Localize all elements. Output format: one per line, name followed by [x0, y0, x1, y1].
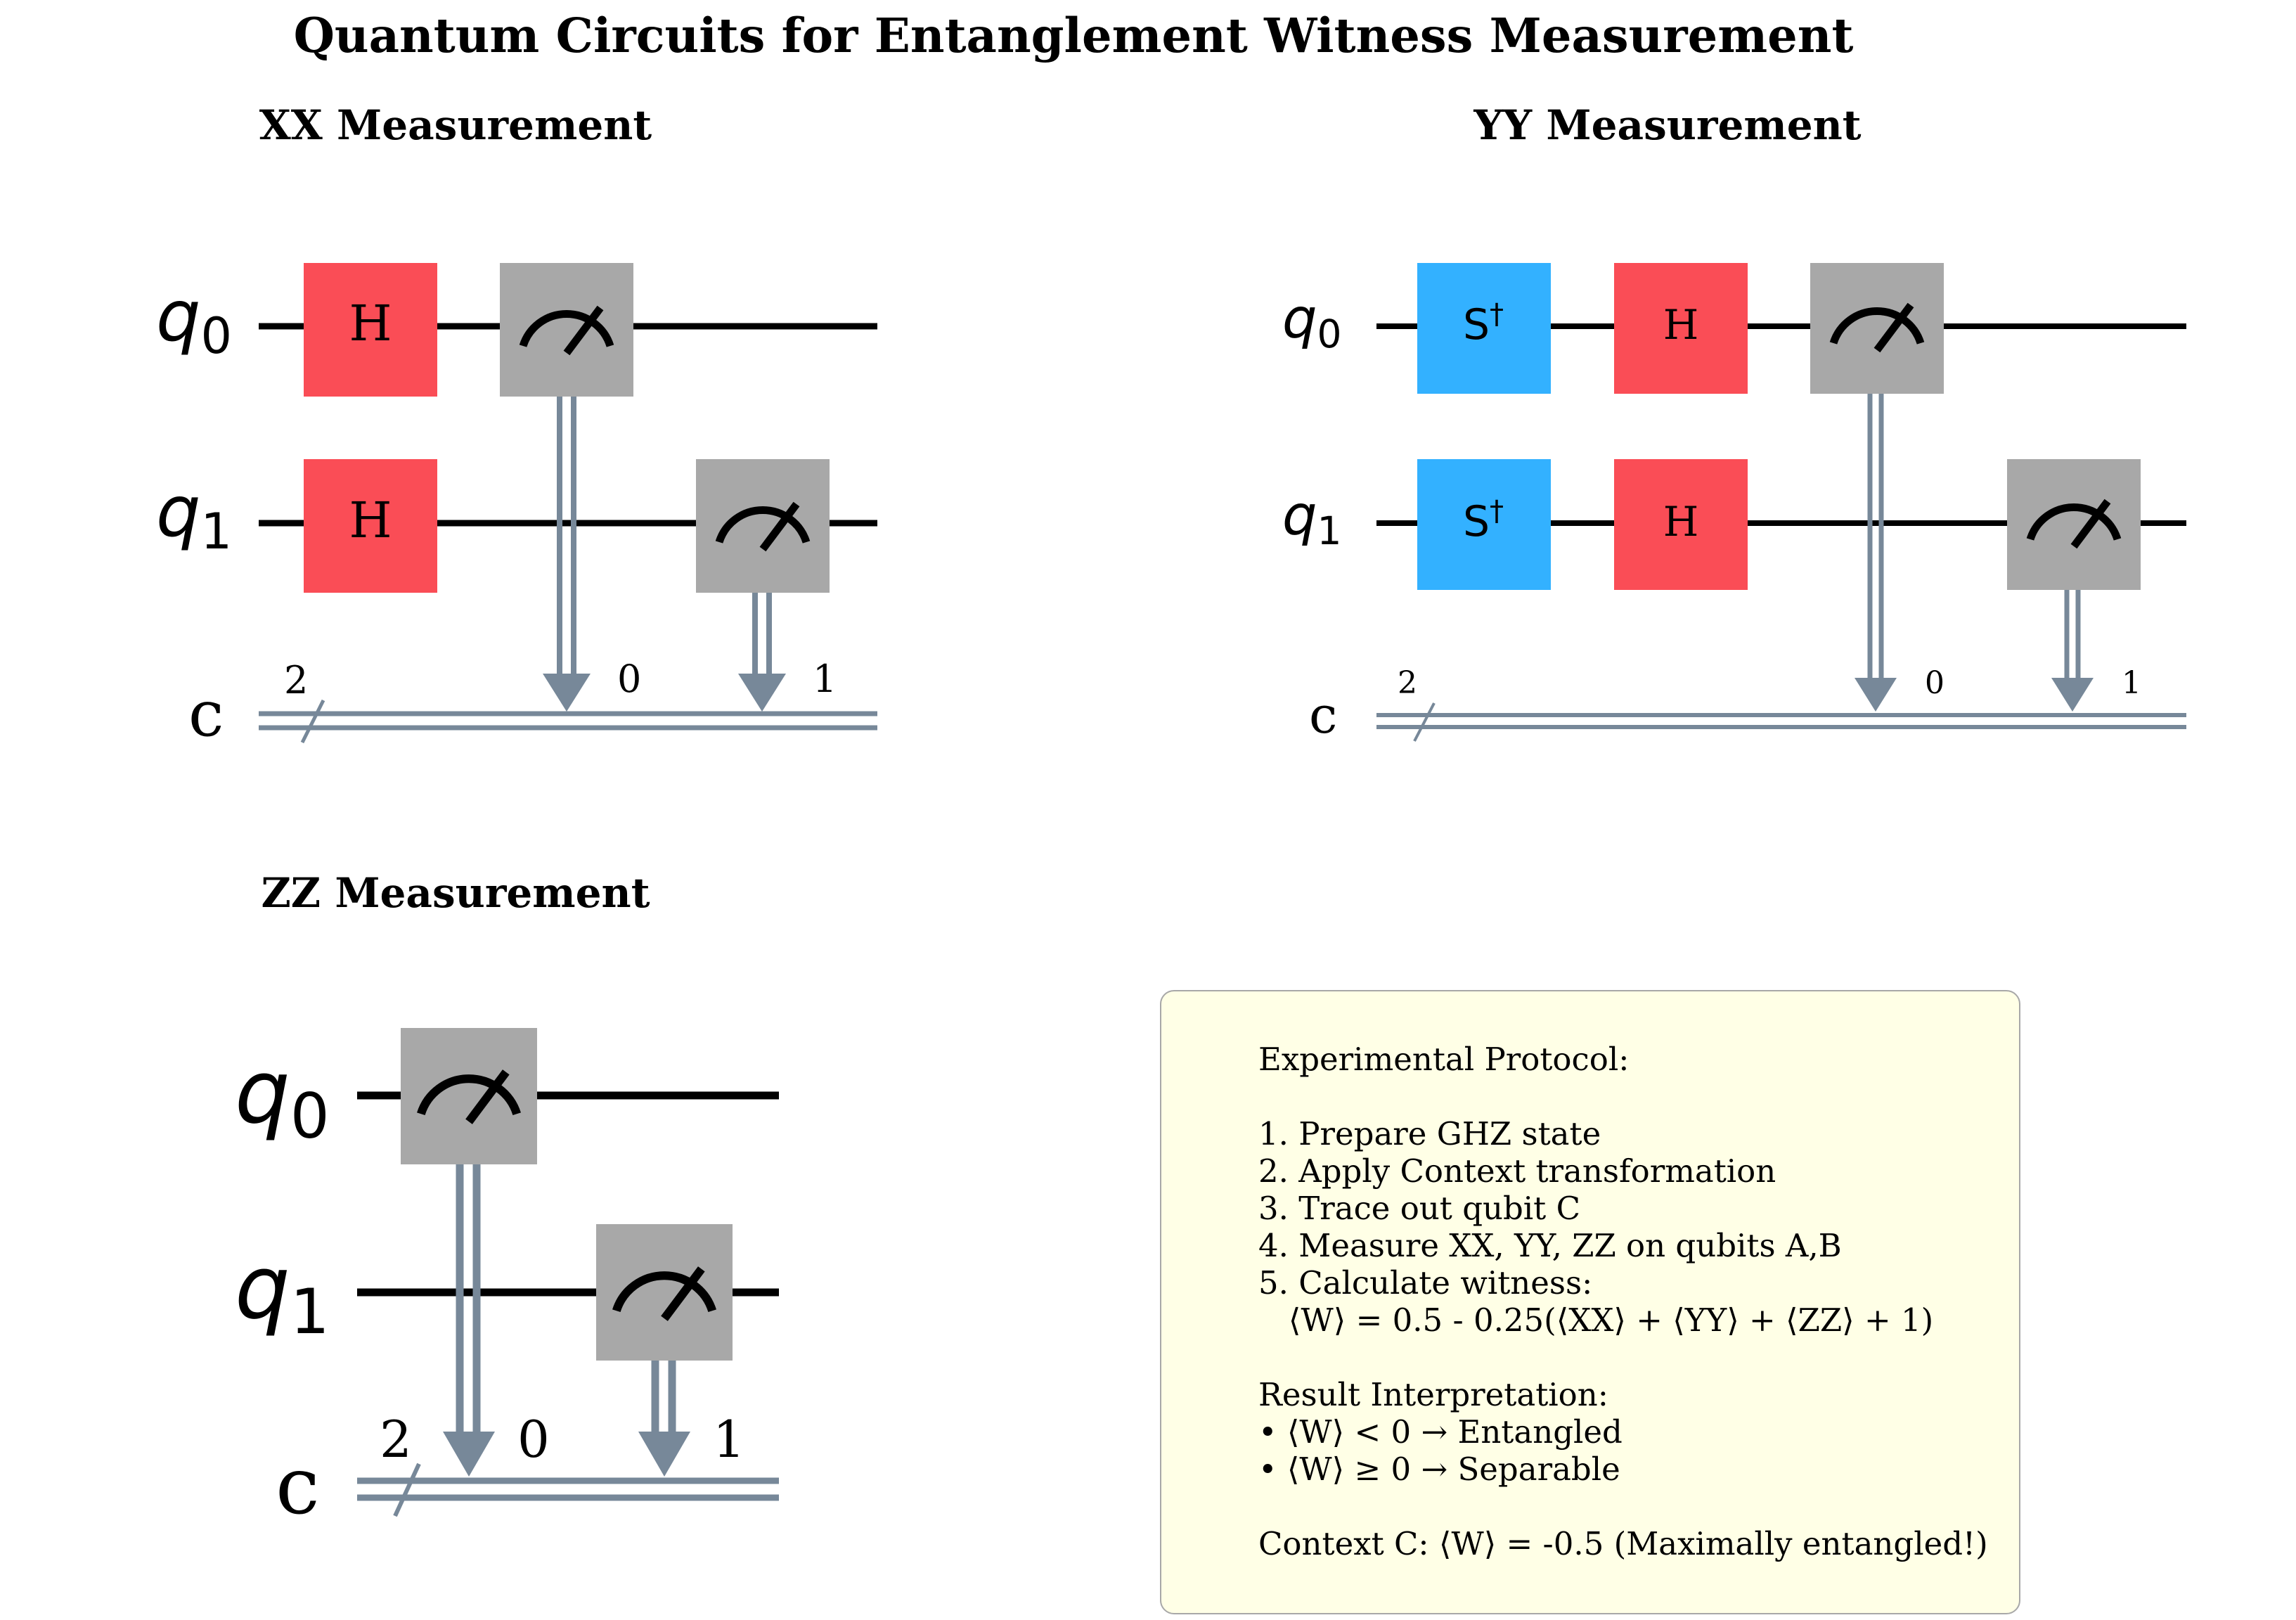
protocol-step: 4. Measure XX, YY, ZZ on qubits A,B	[1258, 1227, 1842, 1264]
xx-measure-q1	[696, 459, 830, 712]
xx-bit-index-0: 0	[617, 657, 641, 701]
zz-c-label: c	[276, 1441, 320, 1532]
interpretation-item: • ⟨W⟩ < 0 → Entangled	[1258, 1413, 1623, 1451]
figure-title: Quantum Circuits for Entanglement Witnes…	[294, 8, 1854, 63]
svg-text:H: H	[1663, 301, 1699, 349]
svg-text:H: H	[349, 491, 392, 549]
protocol-step: 2. Apply Context transformation	[1258, 1152, 1776, 1190]
yy-measure-q1	[2007, 459, 2141, 712]
zz-classical-bus	[357, 1462, 779, 1517]
svg-text:H: H	[1663, 498, 1699, 546]
yy-q1-label: q1	[1282, 484, 1342, 553]
xx-q1-label: q1	[156, 470, 232, 560]
xx-circuit-title: XX Measurement	[259, 101, 652, 149]
zz-bit-index-1: 1	[713, 1410, 745, 1469]
yy-h-gate-q0: H	[1614, 263, 1748, 394]
yy-circuit: YY Measurement q0 q1 c 2 S† S† H H	[1282, 101, 2186, 745]
protocol-heading: Experimental Protocol:	[1258, 1041, 1630, 1078]
protocol-step: 3. Trace out qubit C	[1258, 1190, 1580, 1227]
yy-bit-index-1: 1	[2122, 665, 2141, 701]
yy-bus-width: 2	[1398, 665, 1417, 701]
svg-text:S†: S†	[1463, 298, 1504, 349]
zz-bus-width: 2	[380, 1410, 412, 1469]
yy-sdg-gate-q1: S†	[1417, 459, 1551, 590]
zz-measure-q1	[596, 1224, 733, 1477]
interpretation-heading: Result Interpretation:	[1258, 1376, 1608, 1413]
xx-bus-width: 2	[284, 658, 308, 702]
protocol-step: 1. Prepare GHZ state	[1258, 1115, 1601, 1152]
witness-formula: ⟨W⟩ = 0.5 - 0.25(⟨XX⟩ + ⟨YY⟩ + ⟨ZZ⟩ + 1)	[1258, 1301, 1934, 1339]
zz-circuit-title: ZZ Measurement	[261, 869, 650, 917]
interpretation-item: • ⟨W⟩ ≥ 0 → Separable	[1258, 1451, 1620, 1488]
yy-c-label: c	[1309, 686, 1337, 745]
zz-q1-label: q1	[235, 1238, 330, 1348]
yy-measure-q0	[1810, 263, 1944, 712]
yy-sdg-gate-q0: S†	[1417, 263, 1551, 394]
protocol-box: Experimental Protocol: 1. Prepare GHZ st…	[1160, 990, 2020, 1614]
zz-bit-index-0: 0	[517, 1410, 550, 1469]
svg-text:S†: S†	[1463, 495, 1504, 546]
xx-c-label: c	[188, 677, 224, 751]
yy-h-gate-q1: H	[1614, 459, 1748, 590]
xx-measure-q0	[500, 263, 633, 712]
svg-text:H: H	[349, 295, 392, 352]
yy-classical-bus	[1376, 702, 2186, 742]
zz-measure-q0	[401, 1028, 537, 1477]
zz-circuit: ZZ Measurement q0 q1 c 2 0 1	[235, 869, 779, 1532]
xx-h-gate-q1: H	[304, 459, 437, 593]
xx-circuit: XX Measurement q0 q1 c 2 H H	[156, 101, 877, 751]
yy-q0-label: q0	[1282, 288, 1342, 356]
yy-circuit-title: YY Measurement	[1473, 101, 1861, 149]
protocol-step: 5. Calculate witness:	[1258, 1264, 1593, 1301]
yy-bit-index-0: 0	[1925, 665, 1944, 701]
zz-q0-label: q0	[235, 1042, 330, 1152]
context-result: Context C: ⟨W⟩ = -0.5 (Maximally entangl…	[1258, 1525, 1988, 1562]
xx-h-gate-q0: H	[304, 263, 437, 397]
xx-q0-label: q0	[156, 275, 232, 365]
xx-bit-index-1: 1	[813, 657, 837, 701]
xx-classical-bus	[259, 699, 877, 744]
